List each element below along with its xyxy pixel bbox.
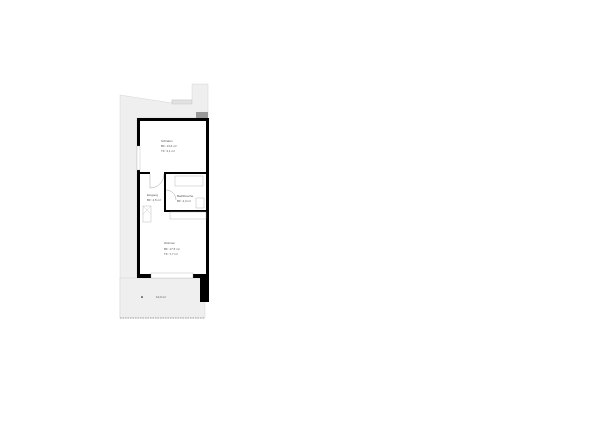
window-left <box>136 145 141 171</box>
bathtub <box>174 175 204 187</box>
washbasin <box>195 197 205 209</box>
door-swing-bath <box>165 189 177 201</box>
room-name-eingang: Eingang <box>147 193 158 197</box>
room-name-wohnen: Wohnen <box>164 241 175 245</box>
stair-steps <box>171 99 193 105</box>
room-bf-bad: BF: 4,3 m² <box>177 199 191 203</box>
room-bf-eingang: BF: 4,5 m² <box>147 198 161 202</box>
room-tf-schlafen: TF: 3,1 m² <box>161 149 175 153</box>
walls <box>137 118 209 302</box>
terrace-area: 10,0 m² <box>156 295 166 299</box>
room-tf-wohnen: TF: 7,7 m² <box>164 252 178 256</box>
room-bf-wohnen: BF: 17,5 m² <box>164 247 180 251</box>
room-name-schlafen: Schlafen <box>161 139 173 143</box>
window-terrace-door <box>150 272 194 279</box>
room-bf-schlafen: BF: 14,6 m² <box>161 144 177 148</box>
kitchen-counter <box>169 211 207 220</box>
terrace <box>119 277 206 319</box>
terrace-marker <box>141 296 143 298</box>
room-name-bad: Bad/Dusche <box>177 194 194 198</box>
door-swing <box>149 173 165 189</box>
apartment-floor <box>140 121 206 277</box>
vent-grille <box>196 112 208 118</box>
